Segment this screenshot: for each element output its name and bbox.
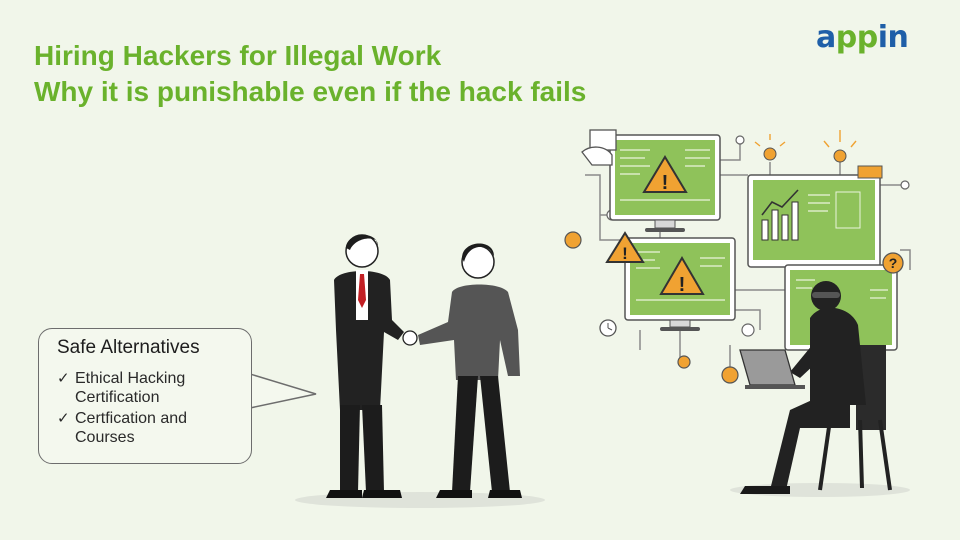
clock-icon <box>599 319 617 337</box>
alternatives-list: ✓ Ethical Hacking Certification ✓ Certfi… <box>57 369 251 447</box>
node <box>735 135 745 145</box>
callout-title: Safe Alternatives <box>57 337 200 358</box>
casual-man-figure <box>402 243 522 498</box>
warning-icon: ! <box>605 231 645 263</box>
hand-card-icon <box>581 129 617 166</box>
question-icon: ? <box>882 252 904 274</box>
svg-text:!: ! <box>679 274 686 296</box>
logo-letters-pp: pp <box>835 20 878 55</box>
lightbulb-icon <box>823 130 883 179</box>
svg-text:?: ? <box>889 255 898 271</box>
list-item: ✓ Certfication and Courses <box>57 409 251 447</box>
check-icon: ✓ <box>57 410 70 427</box>
monitor-top: ! <box>609 134 721 232</box>
logo-letter-a: a <box>816 20 836 55</box>
svg-text:!: ! <box>662 172 669 194</box>
monitor-middle: ! <box>624 237 736 331</box>
appin-logo: appin <box>816 20 909 56</box>
safe-alternatives-callout: Safe Alternatives ✓ Ethical Hacking Cert… <box>38 328 252 464</box>
page-title: Hiring Hackers for Illegal Work Why it i… <box>34 38 586 110</box>
list-item-label: Certfication and Courses <box>75 410 188 446</box>
list-item: ✓ Ethical Hacking Certification <box>57 369 251 407</box>
logo-letters-in: in <box>877 20 909 55</box>
node <box>564 231 582 249</box>
list-item-label: Ethical Hacking Certification <box>75 370 186 406</box>
monitor-chart <box>747 174 881 268</box>
businessman-figure <box>326 234 404 498</box>
lightbulb-icon <box>754 134 786 161</box>
check-icon: ✓ <box>57 370 70 387</box>
node <box>741 323 755 337</box>
svg-text:!: ! <box>622 244 628 263</box>
node <box>677 355 691 369</box>
hacker-figure <box>739 281 892 494</box>
callout-tail <box>250 373 317 409</box>
node <box>721 366 739 384</box>
title-line-1: Hiring Hackers for Illegal Work <box>34 40 442 71</box>
node <box>900 180 910 190</box>
title-line-2: Why it is punishable even if the hack fa… <box>34 76 587 107</box>
